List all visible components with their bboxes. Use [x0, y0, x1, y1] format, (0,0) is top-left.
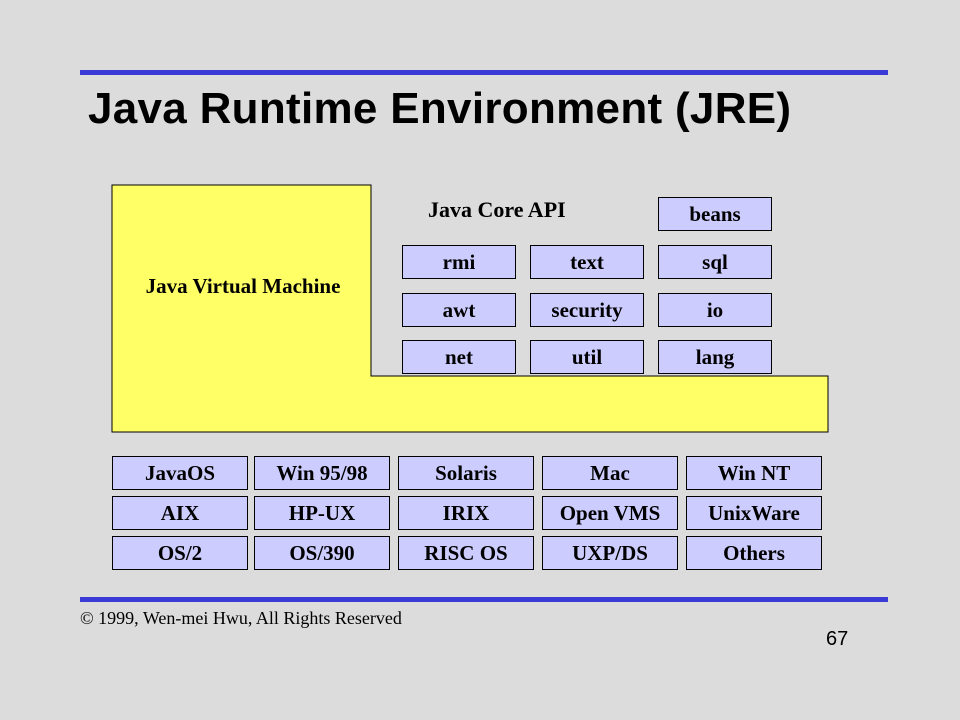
platform-box: Others: [686, 536, 822, 570]
api-package-box: awt: [402, 293, 516, 327]
platform-box: AIX: [112, 496, 248, 530]
platform-box: Solaris: [398, 456, 534, 490]
top-rule: [80, 70, 888, 75]
platform-box: JavaOS: [112, 456, 248, 490]
api-package-box: io: [658, 293, 772, 327]
api-package-box: lang: [658, 340, 772, 374]
platform-box: OS/2: [112, 536, 248, 570]
api-package-box: security: [530, 293, 644, 327]
api-package-box: sql: [658, 245, 772, 279]
bottom-rule: [80, 597, 888, 602]
api-package-box: beans: [658, 197, 772, 231]
platform-box: Win NT: [686, 456, 822, 490]
platform-box: UnixWare: [686, 496, 822, 530]
platform-box: UXP/DS: [542, 536, 678, 570]
jvm-label: Java Virtual Machine: [145, 274, 341, 298]
slide-title: Java Runtime Environment (JRE): [88, 84, 792, 133]
platform-box: Win 95/98: [254, 456, 390, 490]
api-package-box: util: [530, 340, 644, 374]
platform-box: OS/390: [254, 536, 390, 570]
platform-box: Open VMS: [542, 496, 678, 530]
platform-box: HP-UX: [254, 496, 390, 530]
platform-box: IRIX: [398, 496, 534, 530]
page-number: 67: [826, 628, 849, 650]
platform-box: RISC OS: [398, 536, 534, 570]
platform-box: Mac: [542, 456, 678, 490]
api-label: Java Core API: [428, 197, 566, 222]
api-package-box: text: [530, 245, 644, 279]
copyright-notice: © 1999, Wen-mei Hwu, All Rights Reserved: [80, 608, 402, 628]
api-package-box: net: [402, 340, 516, 374]
api-package-box: rmi: [402, 245, 516, 279]
